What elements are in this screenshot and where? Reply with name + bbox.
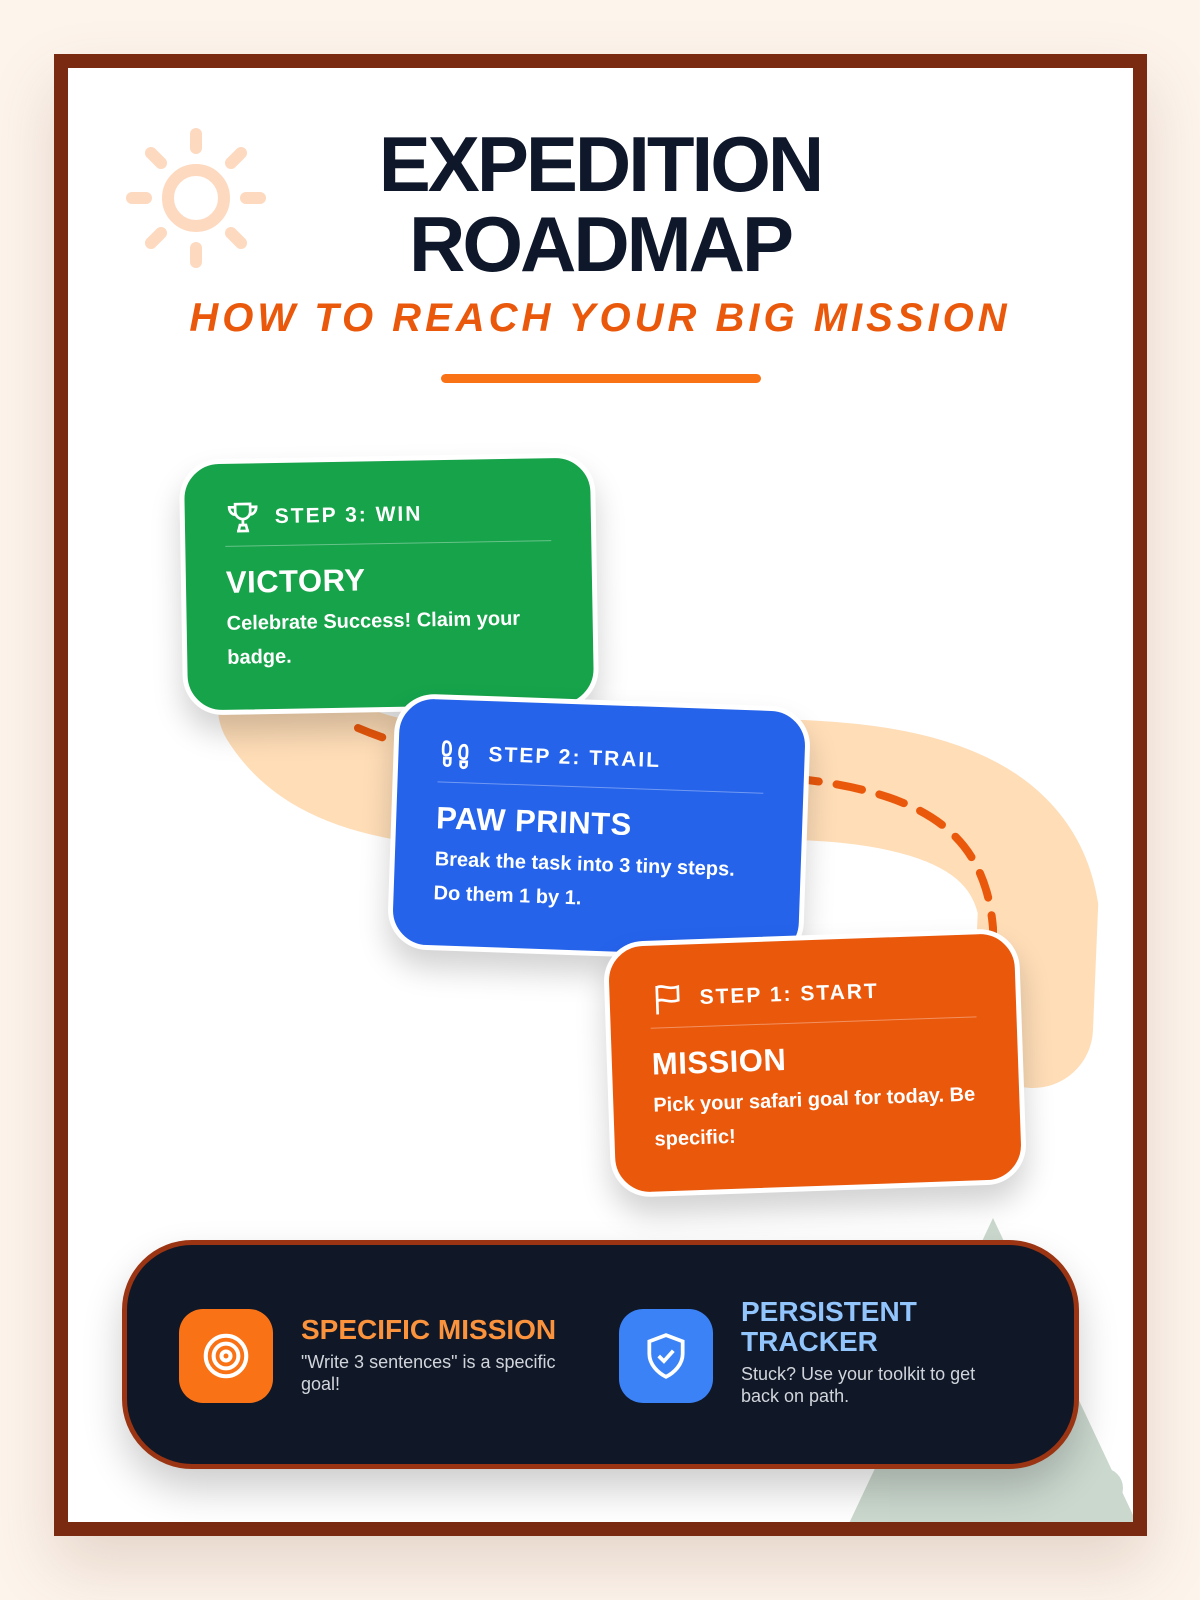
shield-check-icon — [647, 1333, 685, 1379]
trophy-icon — [227, 502, 258, 533]
step-name: PAW PRINTS — [435, 800, 633, 843]
title-divider — [441, 374, 761, 383]
footprints-icon — [441, 740, 469, 770]
step-label: STEP 3: WIN — [274, 502, 423, 528]
step-desc: Pick your safari goal for today. Be spec… — [653, 1083, 976, 1151]
feature-desc: "Write 3 sentences" is a specific goal! — [301, 1352, 556, 1394]
target-icon — [203, 1333, 249, 1379]
feature-title: SPECIFIC MISSION — [301, 1314, 557, 1345]
step-name: VICTORY — [225, 562, 366, 600]
feature-desc: Stuck? Use your toolkit to get back on p… — [741, 1364, 976, 1406]
flag-icon — [655, 984, 680, 1015]
tips-panel: SPECIFIC MISSION "Write 3 sentences" is a… — [122, 1240, 1079, 1469]
feature-persistent-tracker: PERSISTENT TRACKER Stuck? Use your toolki… — [619, 1297, 999, 1407]
title-line-2: ROADMAP — [409, 200, 794, 288]
step-card-victory: STEP 3: WIN VICTORY Celebrate Success! C… — [178, 452, 600, 716]
step-desc: Celebrate Success! Claim your badge. — [226, 607, 521, 669]
step-desc: Break the task into 3 tiny steps. Do the… — [433, 848, 736, 910]
feature-specific-mission: SPECIFIC MISSION "Write 3 sentences" is a… — [179, 1309, 579, 1403]
step-label: STEP 1: START — [699, 979, 880, 1009]
step-label: STEP 2: TRAIL — [488, 743, 662, 773]
step-card-paw-prints: STEP 2: TRAIL PAW PRINTS Break the task … — [386, 692, 812, 964]
feature-title: PERSISTENT TRACKER — [741, 1296, 917, 1357]
title-line-1: EXPEDITION — [378, 120, 824, 208]
step-card-mission: STEP 1: START MISSION Pick your safari g… — [602, 927, 1028, 1199]
subtitle: HOW TO REACH YOUR BIG MISSION — [189, 296, 1011, 340]
sun-icon — [126, 128, 266, 268]
step-name: MISSION — [651, 1042, 787, 1082]
